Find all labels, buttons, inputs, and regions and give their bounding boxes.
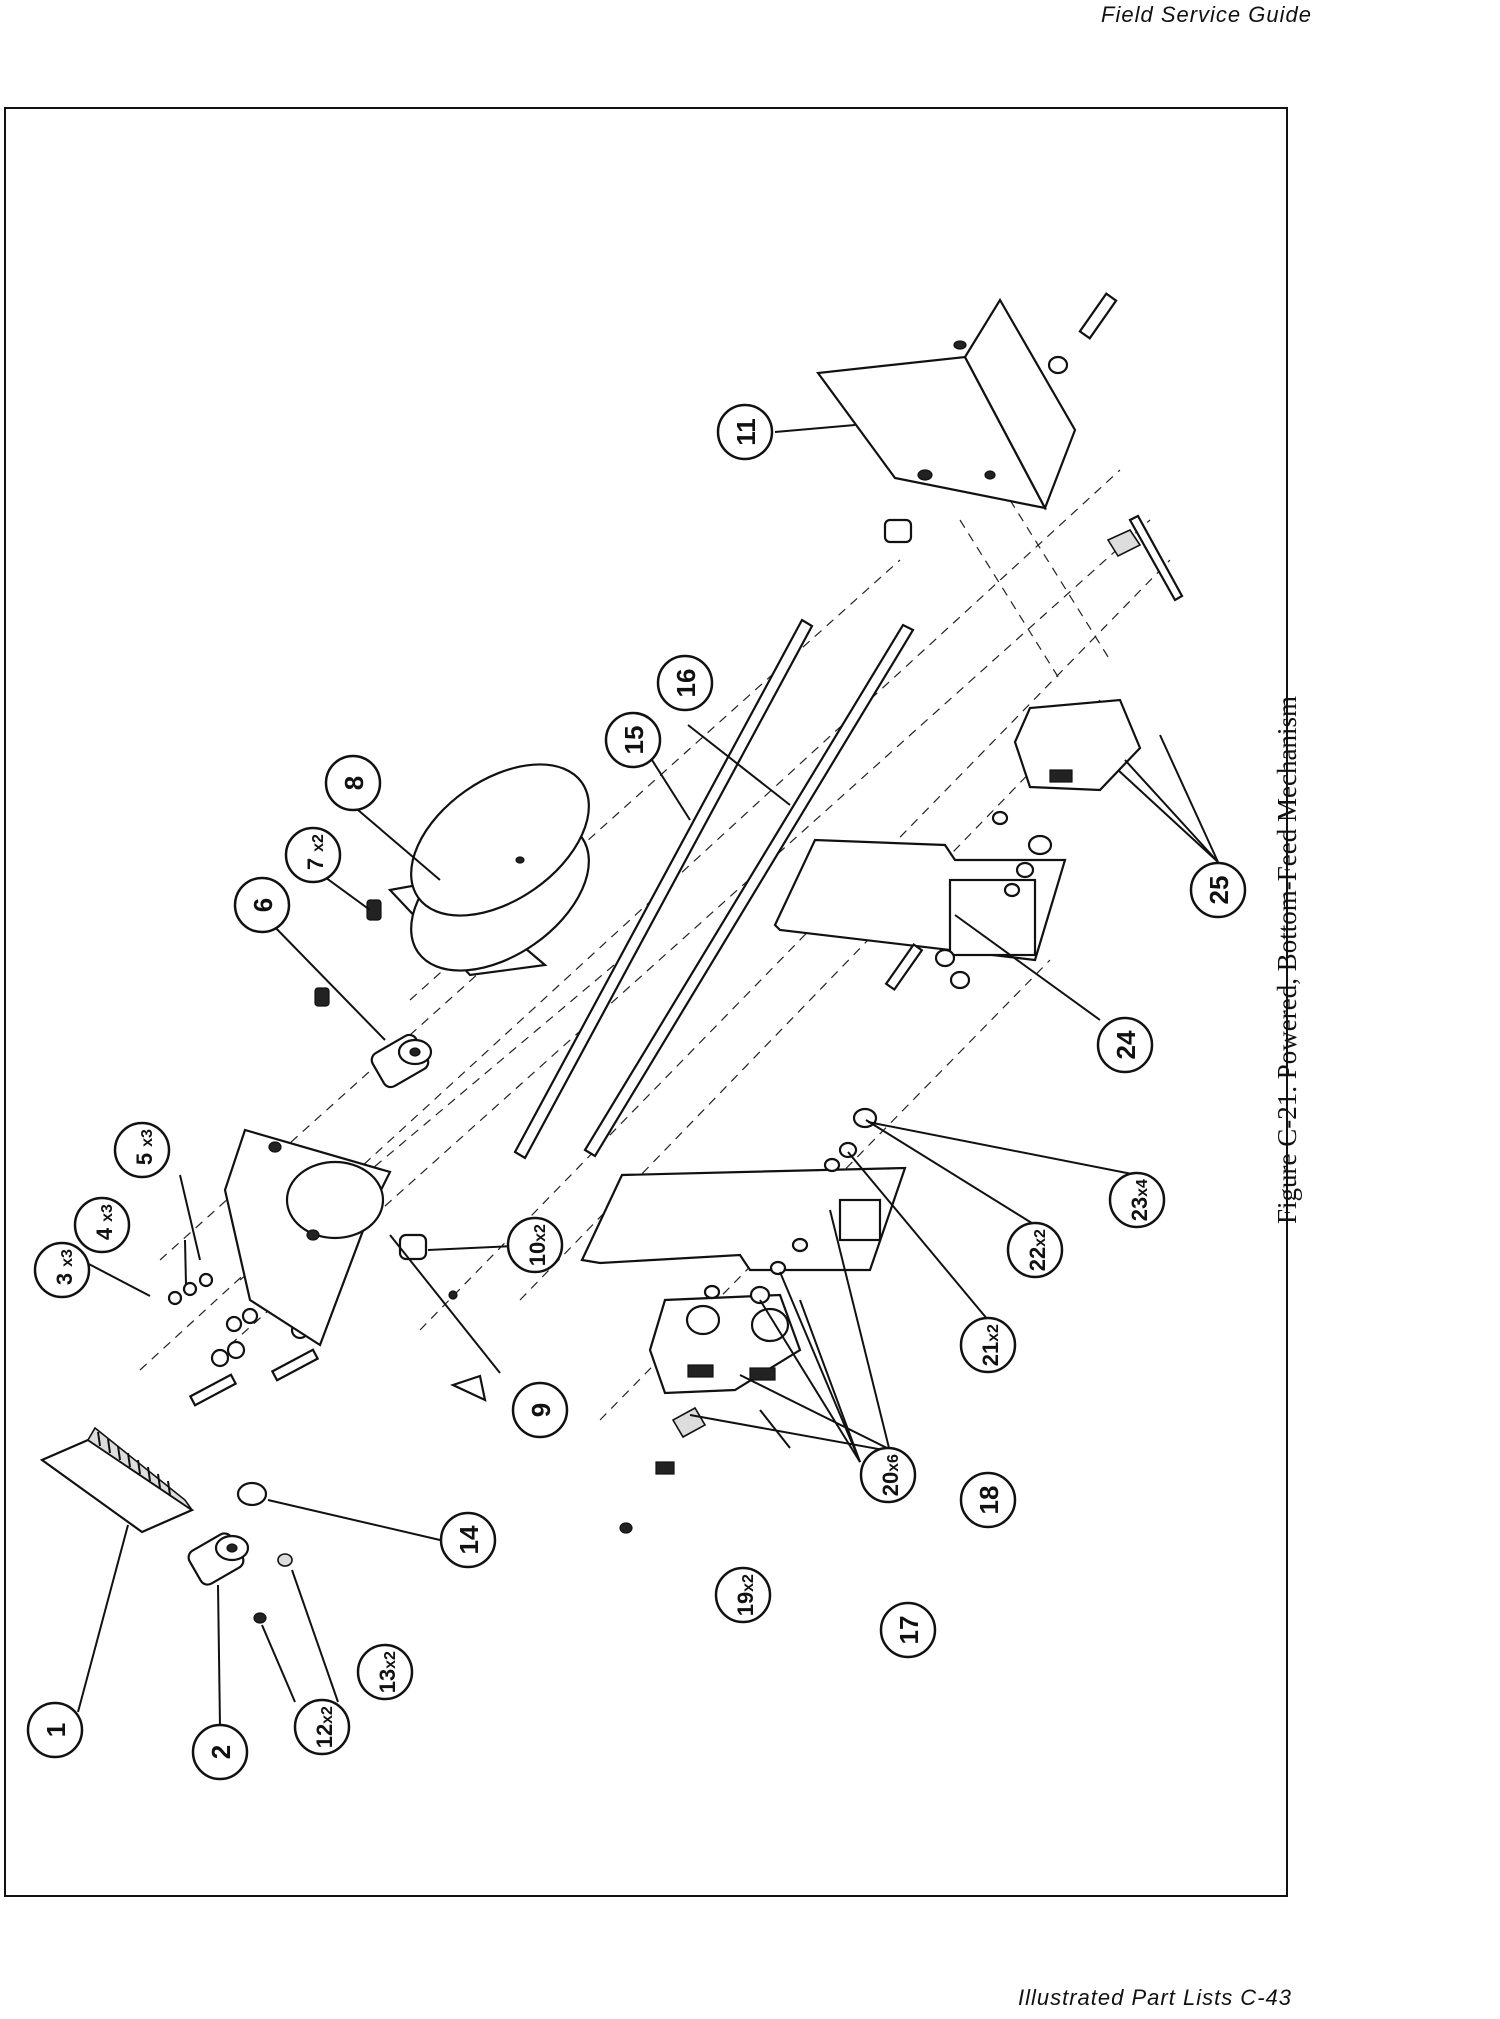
bracket-washer: [1047, 355, 1069, 375]
svg-text:6: 6: [248, 898, 278, 912]
svg-text:x2: x2: [985, 1324, 1002, 1342]
spacer-10: [398, 1233, 428, 1261]
motor-mount-plate: [223, 1128, 487, 1402]
svg-text:25: 25: [1204, 876, 1234, 905]
callout-5: 5 x3: [113, 1121, 171, 1179]
callout-25: 25: [1189, 861, 1247, 919]
svg-text:x2: x2: [310, 834, 327, 852]
plate-screws: [167, 1272, 326, 1407]
callout-4: 4x3: [73, 1196, 131, 1254]
callout-15: 15: [604, 711, 662, 769]
svg-text:9: 9: [526, 1403, 556, 1417]
set-screw-7: [366, 899, 382, 921]
set-screw-7b: [314, 987, 330, 1007]
nuts-and-washers: [703, 810, 1053, 1305]
right-paper-guide: [773, 838, 1067, 962]
svg-text:20: 20: [878, 1472, 903, 1496]
left-paper-guide: [580, 1166, 907, 1272]
svg-text:24: 24: [1111, 1030, 1141, 1059]
svg-text:x6: x6: [885, 1454, 902, 1472]
stepper-motor: [387, 763, 590, 977]
svg-text:22: 22: [1025, 1247, 1050, 1271]
page-header: Field Service Guide: [1101, 2, 1312, 27]
timing-belt: [39, 1426, 195, 1534]
motor-pulley: [370, 1033, 433, 1089]
svg-text:7: 7: [303, 858, 328, 870]
drive-pulley: [187, 1532, 250, 1586]
figure-frame: [4, 107, 1288, 1897]
callout-1: 1: [26, 1701, 84, 1759]
callout-8: 8: [324, 754, 382, 812]
svg-text:18: 18: [974, 1486, 1004, 1515]
screw-19: [655, 1461, 675, 1475]
svg-text:5: 5: [132, 1153, 157, 1165]
svg-text:x2: x2: [532, 1224, 549, 1242]
svg-text:17: 17: [894, 1616, 924, 1645]
nut-13: [277, 1553, 293, 1567]
svg-text:x3: x3: [99, 1204, 116, 1222]
callout-7: 7 x2: [284, 826, 342, 884]
callout-18: 18: [959, 1471, 1017, 1529]
callout-3: 3 x3: [33, 1241, 91, 1299]
leader-lines: [77, 424, 1219, 1728]
callout-16: 16: [656, 654, 714, 712]
angle-bracket: [815, 297, 1077, 511]
callout-11: 11: [716, 403, 774, 461]
svg-text:2: 2: [206, 1745, 236, 1759]
figure-caption: Figure C-21. Powered, Bottom-Feed Mechan…: [1272, 696, 1302, 1224]
svg-text:23: 23: [1127, 1197, 1152, 1221]
clip-12: [253, 1612, 267, 1624]
callout-6: 6: [233, 876, 291, 934]
callout-9: 9: [511, 1381, 569, 1439]
svg-text:x2: x2: [382, 1651, 399, 1669]
guide-rods: [513, 618, 915, 1160]
callout-14: 14: [439, 1511, 497, 1569]
svg-text:x3: x3: [139, 1129, 156, 1147]
svg-text:x2: x2: [740, 1574, 757, 1592]
svg-text:11: 11: [731, 418, 761, 446]
page-footer: Illustrated Part Lists C-43: [1018, 1985, 1292, 2010]
bracket-screw: [1078, 292, 1118, 340]
callout-2: 2: [191, 1723, 249, 1781]
svg-text:8: 8: [339, 776, 369, 790]
sensor-assembly-right: [1013, 514, 1184, 792]
small-nut: [448, 1290, 458, 1300]
bushing: [883, 518, 913, 544]
svg-text:19: 19: [733, 1592, 758, 1616]
svg-text:13: 13: [375, 1669, 400, 1693]
washer-14: [236, 1481, 268, 1507]
svg-text:x4: x4: [1134, 1179, 1151, 1197]
svg-text:16: 16: [671, 669, 701, 698]
svg-text:4: 4: [92, 1227, 117, 1240]
svg-text:x3: x3: [59, 1249, 76, 1267]
sensor-assembly-left: [648, 1293, 802, 1449]
svg-text:15: 15: [619, 726, 649, 755]
callout-24: 24: [1096, 1016, 1154, 1074]
svg-text:x2: x2: [319, 1706, 336, 1724]
clip-19: [619, 1522, 633, 1534]
svg-text:3: 3: [52, 1273, 77, 1285]
svg-text:x2: x2: [1032, 1229, 1049, 1247]
svg-text:21: 21: [978, 1342, 1003, 1366]
svg-text:1: 1: [41, 1723, 71, 1737]
callout-17: 17: [879, 1601, 937, 1659]
svg-text:12: 12: [312, 1724, 337, 1748]
svg-text:10: 10: [525, 1242, 550, 1266]
svg-text:14: 14: [454, 1525, 484, 1554]
